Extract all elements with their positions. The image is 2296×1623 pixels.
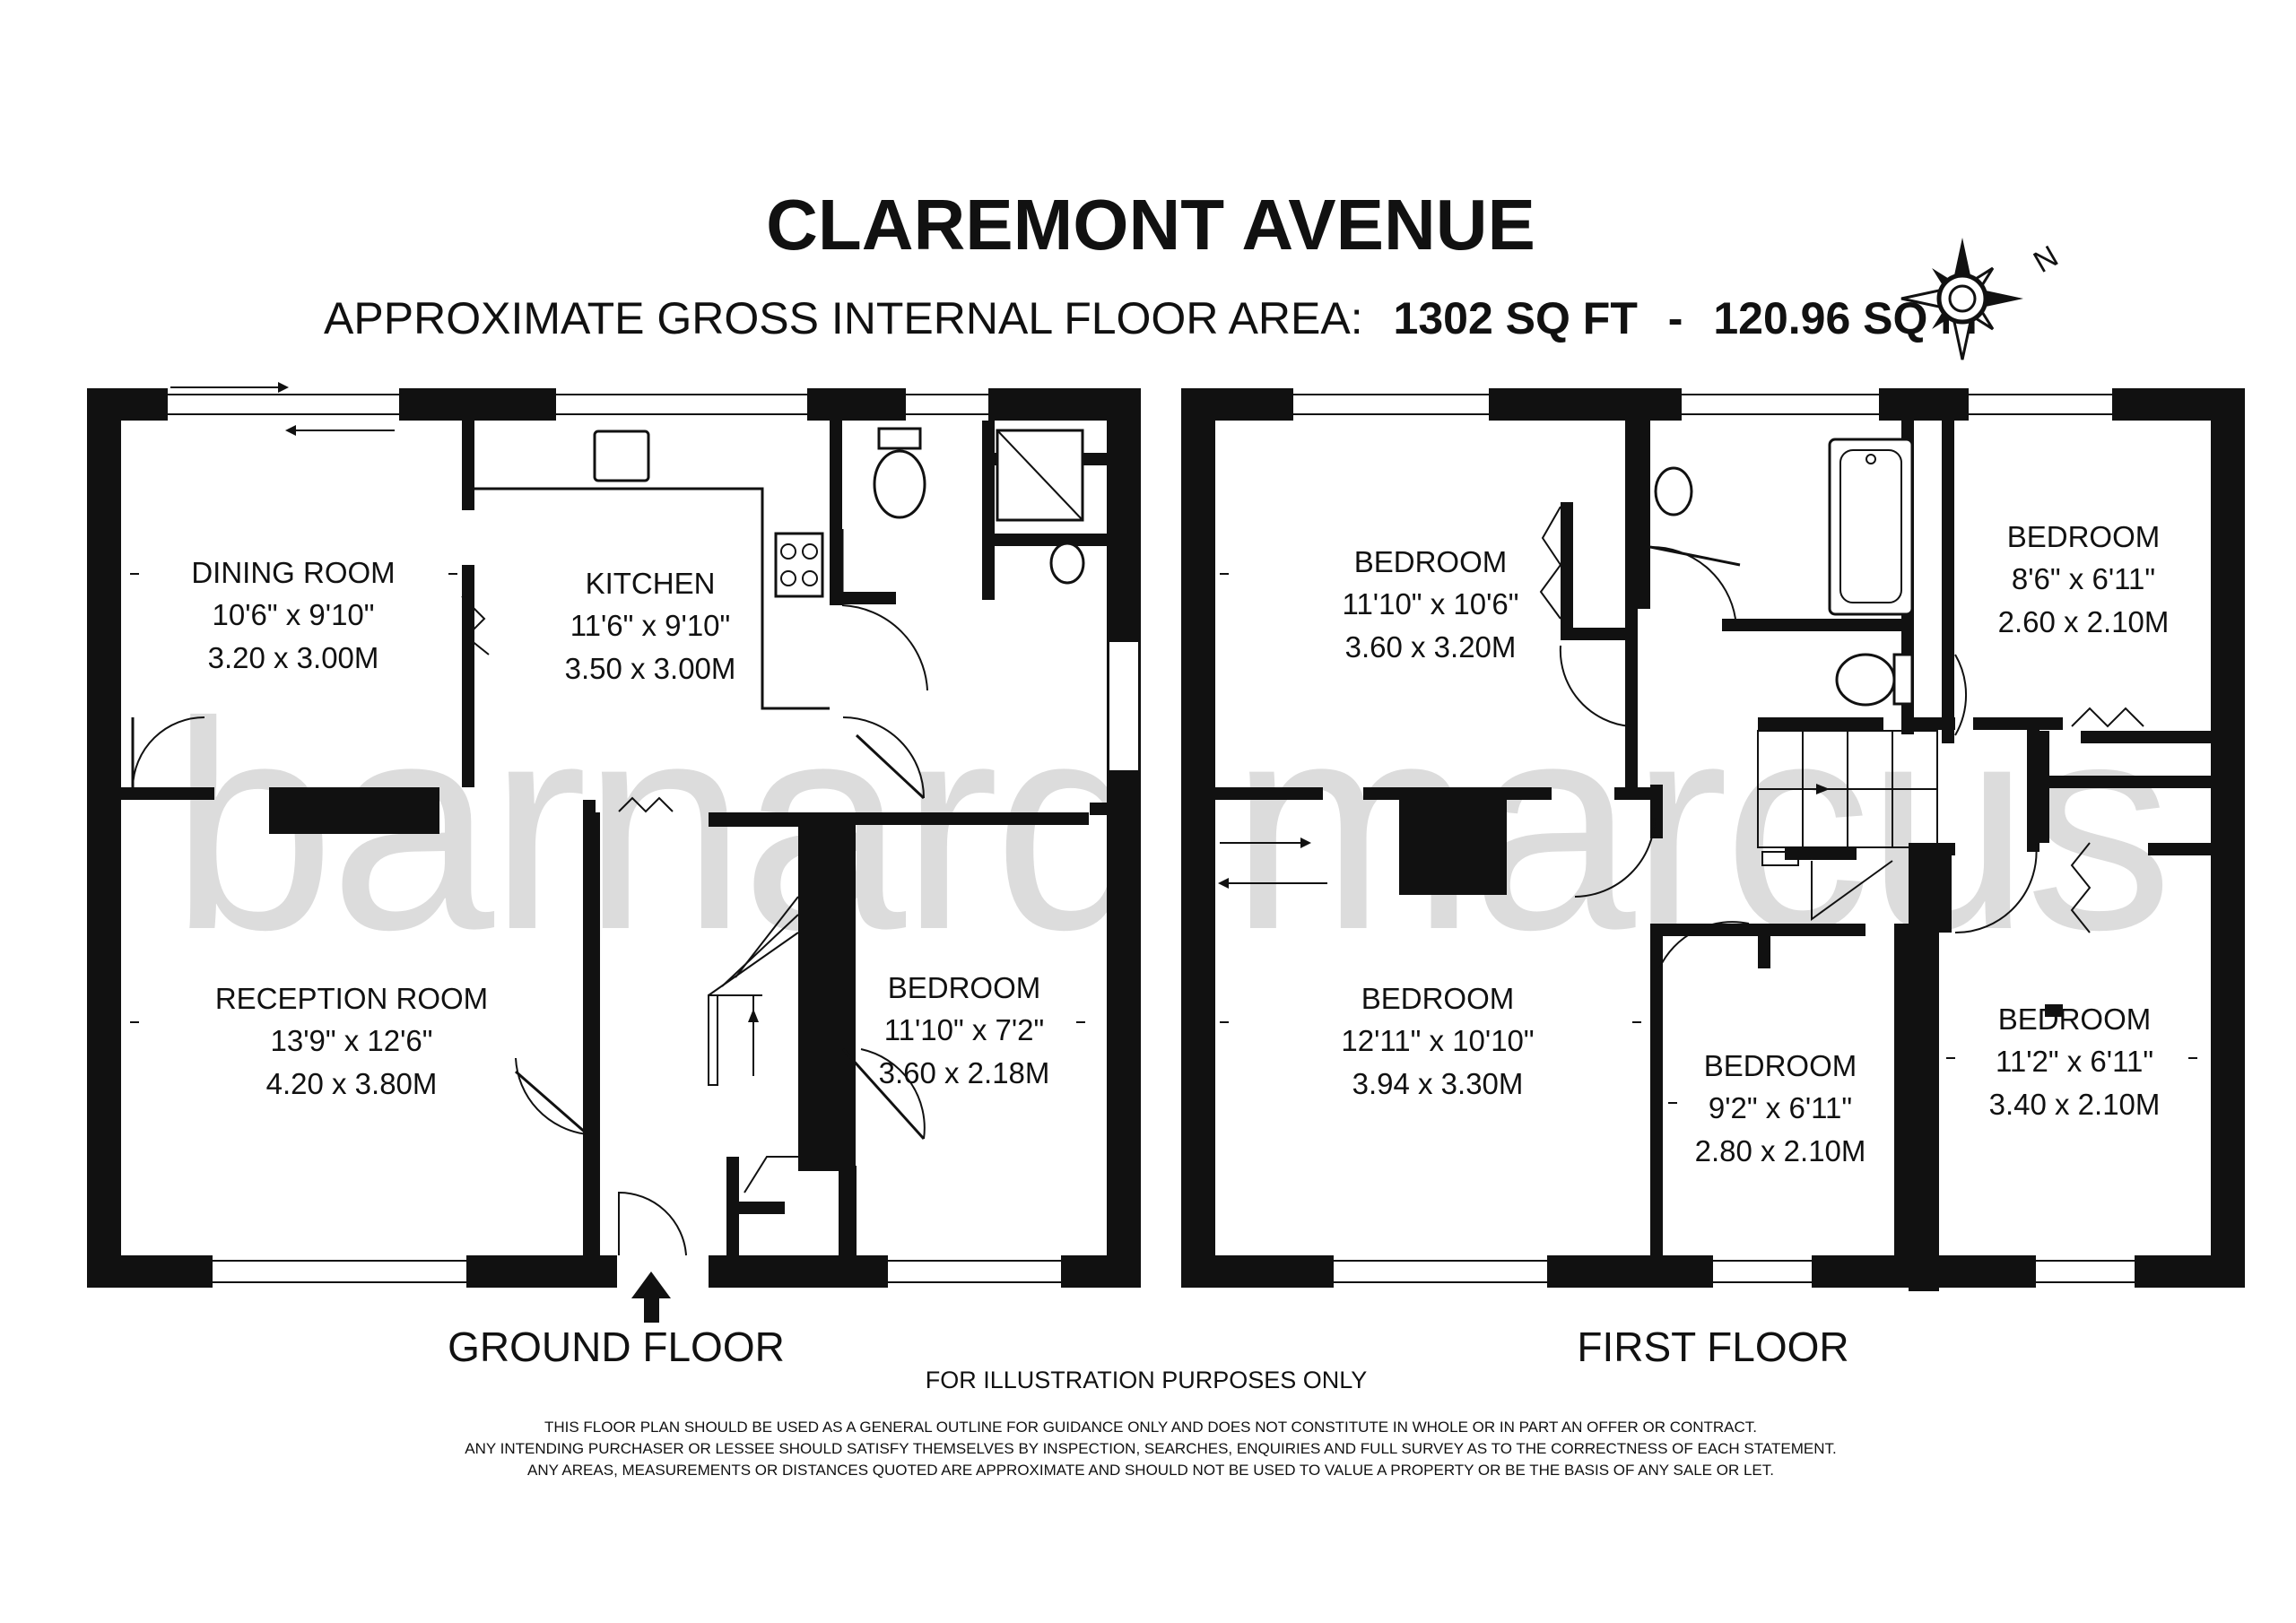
- disclaimer-line-3: ANY AREAS, MEASUREMENTS OR DISTANCES QUO…: [527, 1462, 1774, 1479]
- compass-north-label: N: [2028, 239, 2064, 280]
- floor-area-line: APPROXIMATE GROSS INTERNAL FLOOR AREA: 1…: [324, 293, 1978, 343]
- area-label: APPROXIMATE GROSS INTERNAL FLOOR AREA:: [324, 293, 1363, 343]
- area-separator: -: [1668, 293, 1683, 343]
- ground-floor-plan: [87, 382, 1141, 1323]
- room-imperial: 9'2" x 6'11": [1709, 1091, 1852, 1124]
- disclaimer-line-1: THIS FLOOR PLAN SHOULD BE USED AS A GENE…: [544, 1419, 1757, 1436]
- room-name: DINING ROOM: [191, 556, 395, 589]
- entrance-arrow-icon: [631, 1271, 671, 1323]
- room-imperial: 11'2" x 6'11": [1996, 1045, 2153, 1078]
- page-title: CLAREMONT AVENUE: [766, 185, 1535, 265]
- room-metric: 4.20 x 3.80M: [266, 1067, 438, 1100]
- room-name: KITCHEN: [586, 567, 716, 600]
- room-imperial: 12'11" x 10'10": [1341, 1024, 1534, 1057]
- room-imperial: 11'6" x 9'10": [570, 609, 731, 642]
- room-metric: 2.60 x 2.10M: [1998, 605, 2170, 638]
- room-metric: 2.80 x 2.10M: [1695, 1134, 1866, 1167]
- compass-rose-icon: N: [1900, 238, 2064, 360]
- room-bedroom-ground: BEDROOM 11'10" x 7'2" 3.60 x 2.18M: [879, 971, 1050, 1089]
- room-imperial: 11'10" x 10'6": [1343, 587, 1519, 621]
- area-sqft: 1302 SQ FT: [1394, 293, 1638, 343]
- illustration-note: FOR ILLUSTRATION PURPOSES ONLY: [926, 1367, 1368, 1393]
- room-dining-room: DINING ROOM 10'6" x 9'10" 3.20 x 3.00M: [191, 556, 395, 674]
- room-metric: 3.94 x 3.30M: [1352, 1067, 1524, 1100]
- room-bedroom-first-5: BEDROOM 11'2" x 6'11" 3.40 x 2.10M: [1989, 1002, 2161, 1121]
- ground-floor-label: GROUND FLOOR: [448, 1324, 785, 1370]
- room-metric: 3.60 x 2.18M: [879, 1056, 1050, 1089]
- room-name: BEDROOM: [2007, 520, 2161, 553]
- room-metric: 3.20 x 3.00M: [208, 641, 379, 674]
- first-floor-plan: [1181, 388, 2245, 1291]
- room-imperial: 11'10" x 7'2": [884, 1013, 1045, 1046]
- first-floor-label: FIRST FLOOR: [1577, 1324, 1848, 1370]
- disclaimer-line-2: ANY INTENDING PURCHASER OR LESSEE SHOULD…: [465, 1440, 1836, 1457]
- room-reception-room: RECEPTION ROOM 13'9" x 12'6" 4.20 x 3.80…: [215, 982, 488, 1100]
- room-kitchen: KITCHEN 11'6" x 9'10" 3.50 x 3.00M: [565, 567, 736, 685]
- room-name: BEDROOM: [888, 971, 1041, 1004]
- room-name: BEDROOM: [1361, 982, 1515, 1015]
- room-name: BEDROOM: [1704, 1049, 1857, 1082]
- room-bedroom-first-3: BEDROOM 12'11" x 10'10" 3.94 x 3.30M: [1341, 982, 1534, 1100]
- room-bedroom-first-2: BEDROOM 8'6" x 6'11" 2.60 x 2.10M: [1998, 520, 2170, 638]
- room-metric: 3.50 x 3.00M: [565, 652, 736, 685]
- room-metric: 3.40 x 2.10M: [1989, 1088, 2161, 1121]
- room-imperial: 13'9" x 12'6": [271, 1024, 433, 1057]
- room-name: BEDROOM: [1354, 545, 1508, 578]
- room-metric: 3.60 x 3.20M: [1345, 630, 1517, 664]
- room-imperial: 10'6" x 9'10": [213, 598, 375, 631]
- room-bedroom-first-1: BEDROOM 11'10" x 10'6" 3.60 x 3.20M: [1343, 545, 1519, 664]
- room-name: RECEPTION ROOM: [215, 982, 488, 1015]
- room-name: BEDROOM: [1998, 1002, 2152, 1036]
- room-bedroom-first-4: BEDROOM 9'2" x 6'11" 2.80 x 2.10M: [1695, 1049, 1866, 1167]
- room-imperial: 8'6" x 6'11": [2012, 562, 2155, 595]
